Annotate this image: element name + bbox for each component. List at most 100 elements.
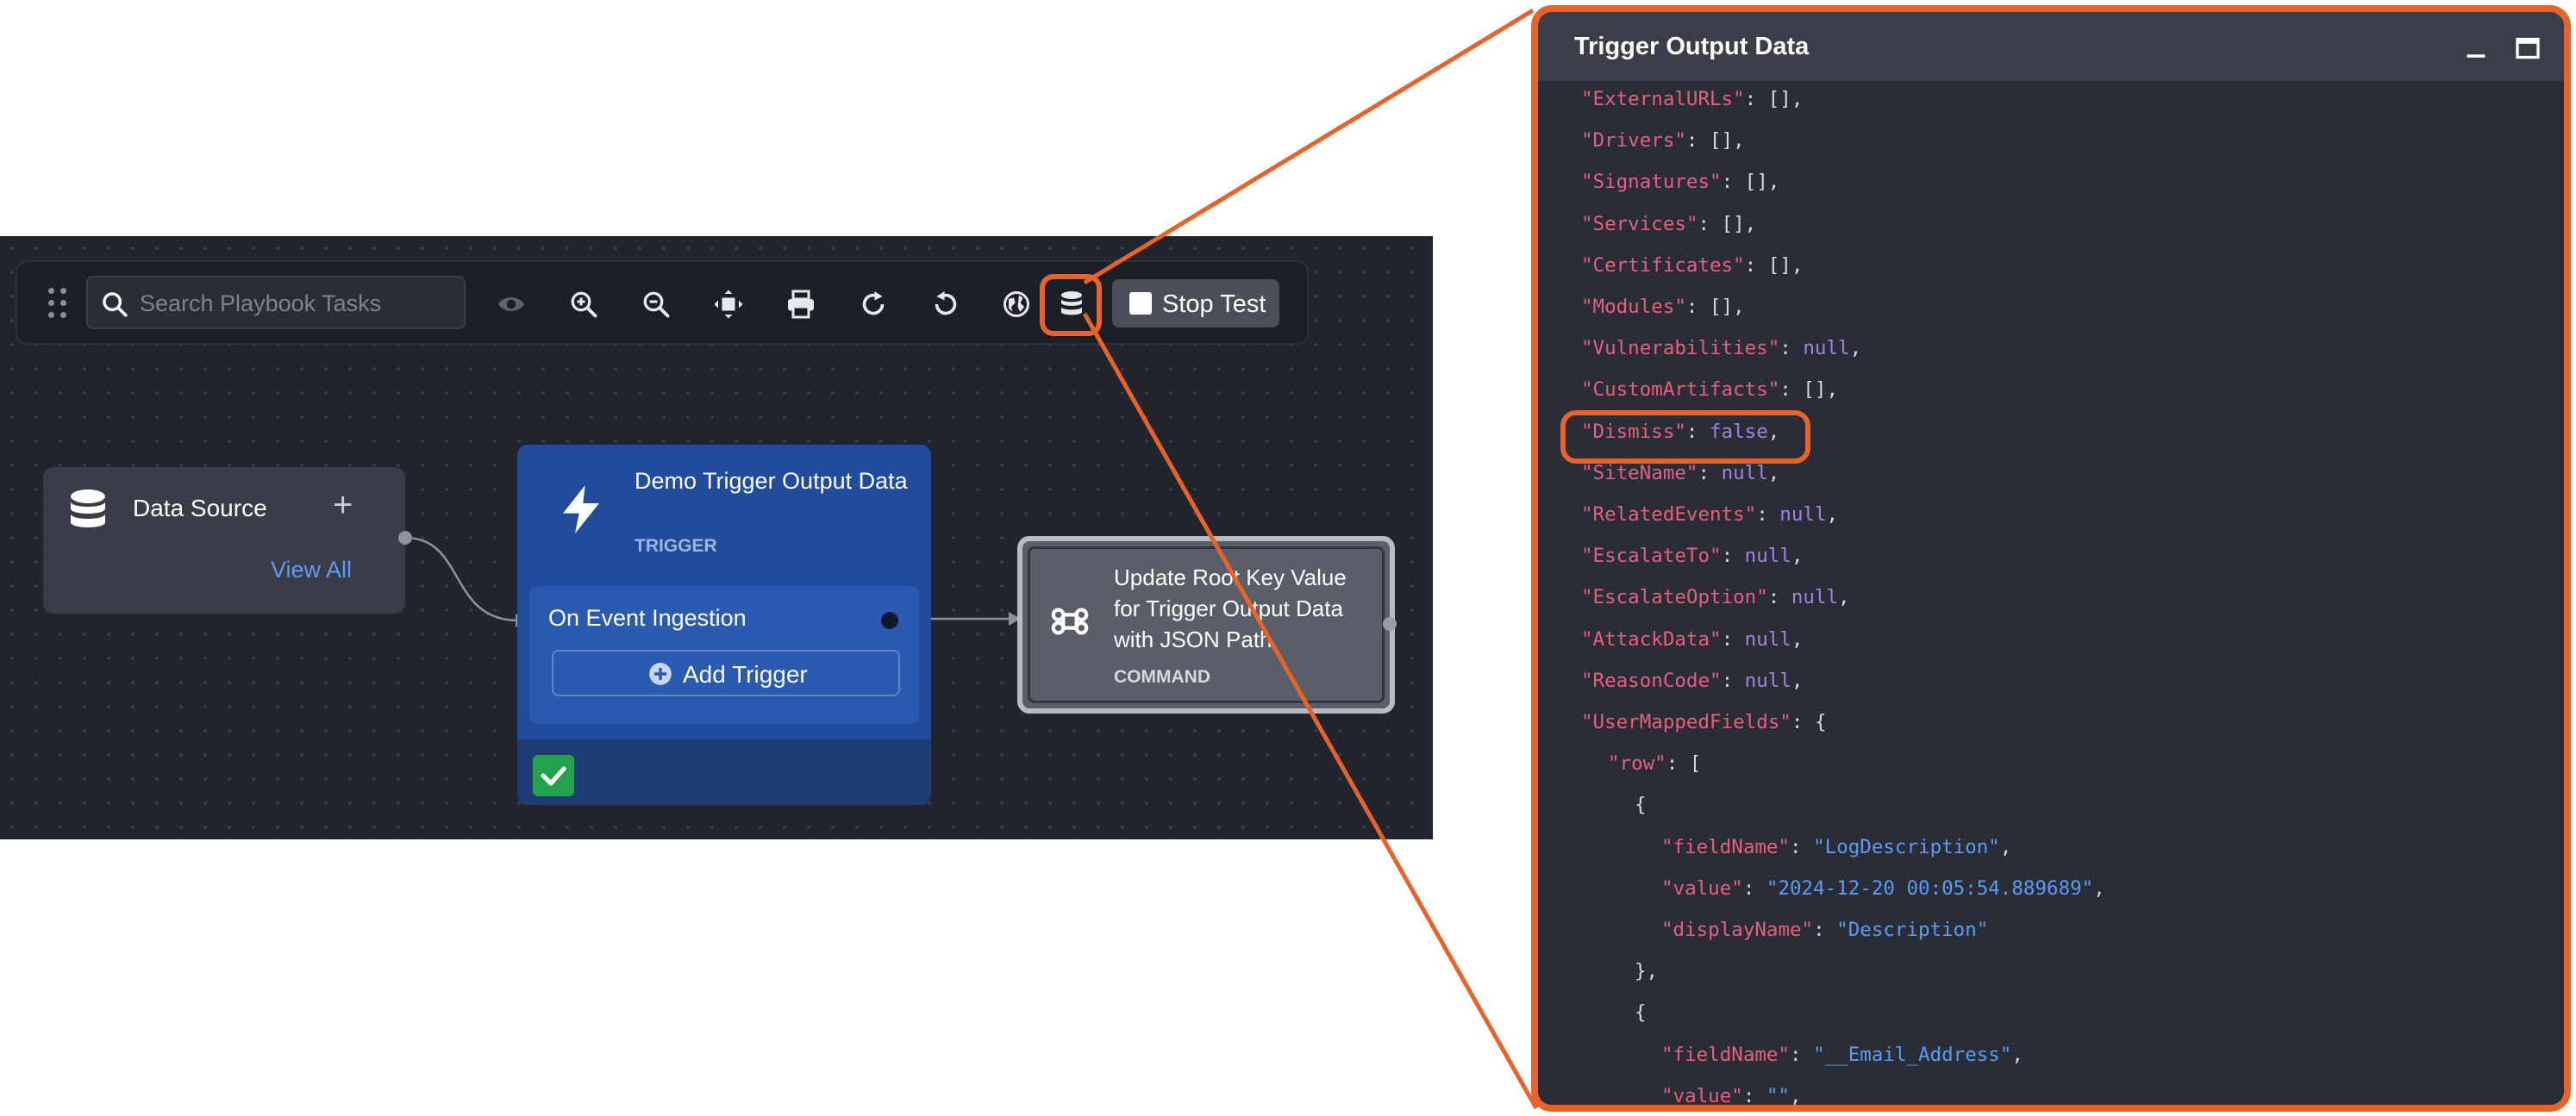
json-value: [] bbox=[1710, 296, 1734, 318]
lightning-bolt-icon bbox=[563, 485, 599, 533]
data-source-node[interactable]: Data Source + View All bbox=[43, 467, 412, 614]
json-value: "__Email_Address" bbox=[1813, 1043, 2012, 1066]
json-value: [ bbox=[1689, 752, 1702, 776]
fit-view-icon[interactable] bbox=[707, 283, 750, 326]
json-value: null bbox=[1779, 503, 1827, 526]
json-value: [] bbox=[1767, 253, 1791, 277]
json-line: "SiteName": null, bbox=[1581, 461, 1780, 484]
json-line: "EscalateOption": null, bbox=[1581, 586, 1850, 609]
trigger-output-data-window: Trigger Output Data "ExternalURLs": [],"… bbox=[1531, 5, 2571, 1112]
json-value: null bbox=[1744, 627, 1791, 651]
event-output-port[interactable] bbox=[881, 612, 898, 629]
window-title: Trigger Output Data bbox=[1574, 33, 1810, 60]
close-icon[interactable] bbox=[2564, 33, 2571, 64]
json-key: "Drivers" bbox=[1581, 129, 1686, 153]
trigger-type-label: TRIGGER bbox=[635, 536, 717, 556]
json-value: { bbox=[1635, 1001, 1647, 1025]
database-button-highlight bbox=[1040, 274, 1102, 336]
json-value: null bbox=[1721, 461, 1768, 484]
search-icon bbox=[103, 292, 128, 317]
json-key: "Vulnerabilities" bbox=[1581, 337, 1780, 360]
json-key: "Modules" bbox=[1581, 296, 1686, 318]
playbook-canvas[interactable]: Stop Test Data Source + View All Demo Tr… bbox=[0, 236, 1433, 839]
stop-square-icon bbox=[1129, 292, 1152, 315]
json-key: "fieldName" bbox=[1661, 1043, 1791, 1066]
json-value: [] bbox=[1744, 171, 1768, 194]
dismiss-field-highlight bbox=[1560, 410, 1810, 464]
output-port[interactable] bbox=[398, 531, 412, 545]
json-line: "Services": [], bbox=[1581, 212, 1757, 235]
undo-icon[interactable] bbox=[924, 283, 967, 326]
json-line: "value": "", bbox=[1661, 1084, 1802, 1107]
json-line: "EscalateTo": null, bbox=[1581, 545, 1804, 568]
json-value: null bbox=[1803, 337, 1850, 360]
search-input[interactable] bbox=[140, 286, 450, 321]
json-value: "Description" bbox=[1836, 919, 1989, 941]
json-key: "ExternalURLs" bbox=[1581, 88, 1745, 110]
json-line: "Certificates": [], bbox=[1581, 253, 1804, 277]
json-key: "SiteName" bbox=[1581, 461, 1698, 484]
json-value: "2024-12-20 00:05:54.889689" bbox=[1766, 876, 2094, 900]
json-key: "CustomArtifacts" bbox=[1581, 378, 1780, 402]
json-key: "Dismiss" bbox=[1581, 420, 1686, 443]
json-line: "Vulnerabilities": null, bbox=[1581, 337, 1862, 360]
zoom-out-icon[interactable] bbox=[635, 283, 678, 326]
zoom-in-icon[interactable] bbox=[562, 283, 605, 326]
json-line: "ExternalURLs": [], bbox=[1581, 88, 1804, 110]
json-value: false bbox=[1710, 420, 1768, 443]
database-icon bbox=[71, 489, 105, 527]
command-node[interactable]: Update Root Key Value for Trigger Output… bbox=[1017, 536, 1397, 714]
json-key: "fieldName" bbox=[1661, 835, 1791, 858]
json-value: "LogDescription" bbox=[1813, 835, 2000, 858]
stop-test-label: Stop Test bbox=[1162, 290, 1266, 318]
add-data-source-button[interactable]: + bbox=[333, 486, 353, 524]
database-icon[interactable] bbox=[1050, 283, 1093, 326]
minimize-icon[interactable] bbox=[2460, 33, 2492, 64]
json-key: "displayName" bbox=[1661, 919, 1814, 941]
add-trigger-label: Add Trigger bbox=[683, 661, 808, 688]
json-key: "row" bbox=[1608, 752, 1666, 776]
json-value: { bbox=[1635, 794, 1647, 817]
trigger-node[interactable]: Demo Trigger Output Data TRIGGER On Even… bbox=[517, 445, 931, 805]
trigger-node-footer bbox=[517, 739, 931, 805]
json-value: [] bbox=[1721, 212, 1745, 235]
view-all-link[interactable]: View All bbox=[271, 557, 353, 583]
output-port[interactable] bbox=[1383, 617, 1397, 631]
json-key: "ReasonCode" bbox=[1581, 669, 1722, 692]
eye-icon[interactable] bbox=[490, 283, 533, 326]
json-line: "value": "2024-12-20 00:05:54.889689", bbox=[1661, 876, 2105, 900]
json-viewer[interactable]: "ExternalURLs": [],"Drivers": [],"Signat… bbox=[1538, 81, 2564, 1107]
json-value: "" bbox=[1766, 1084, 1791, 1107]
data-source-title: Data Source bbox=[133, 495, 267, 521]
command-title: Update Root Key Value for Trigger Output… bbox=[1114, 564, 1347, 652]
print-icon[interactable] bbox=[779, 283, 822, 326]
json-line: { bbox=[1635, 1001, 1647, 1024]
globe-icon[interactable] bbox=[995, 283, 1038, 326]
add-trigger-button[interactable]: Add Trigger bbox=[552, 650, 900, 696]
redo-icon[interactable] bbox=[852, 283, 895, 326]
event-name: On Event Ingestion bbox=[548, 605, 747, 631]
maximize-icon[interactable] bbox=[2512, 33, 2543, 64]
json-line: "Dismiss": false, bbox=[1581, 420, 1780, 443]
search-box bbox=[86, 276, 466, 329]
drag-handle-icon[interactable] bbox=[48, 288, 71, 319]
json-line: "displayName": "Description" bbox=[1661, 919, 1989, 941]
json-line: "ReasonCode": null, bbox=[1581, 669, 1804, 692]
trigger-title: Demo Trigger Output Data bbox=[635, 468, 908, 494]
json-key: "value" bbox=[1661, 876, 1743, 900]
json-key: "RelatedEvents" bbox=[1581, 503, 1757, 526]
json-value: [] bbox=[1803, 378, 1827, 402]
json-line: { bbox=[1635, 794, 1647, 816]
json-line: "Modules": [], bbox=[1581, 296, 1745, 318]
json-value: null bbox=[1744, 669, 1791, 692]
json-value: { bbox=[1814, 711, 1827, 733]
json-key: "Services" bbox=[1581, 212, 1698, 235]
json-key: "EscalateOption" bbox=[1581, 586, 1768, 609]
json-line: "fieldName": "__Email_Address", bbox=[1661, 1043, 2023, 1066]
json-line: "fieldName": "LogDescription", bbox=[1661, 835, 2012, 858]
stop-test-button[interactable]: Stop Test bbox=[1112, 279, 1279, 327]
json-key: "Signatures" bbox=[1581, 171, 1722, 194]
json-key: "EscalateTo" bbox=[1581, 545, 1722, 568]
json-line: "row": [ bbox=[1608, 752, 1702, 776]
json-line: "UserMappedFields": { bbox=[1581, 711, 1827, 733]
